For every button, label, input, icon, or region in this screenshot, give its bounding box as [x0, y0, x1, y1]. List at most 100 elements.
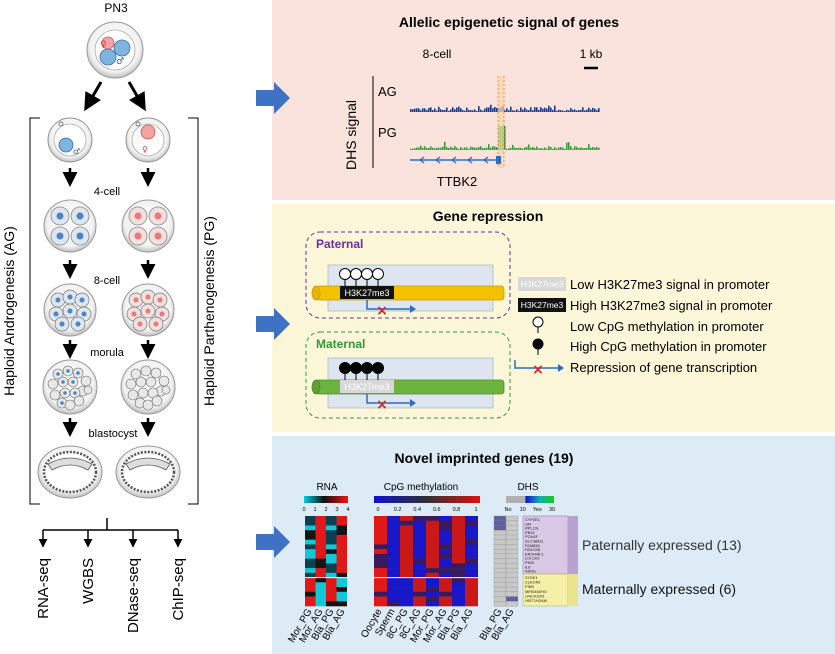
heatmap-cell: [413, 572, 426, 578]
gene-name: IL6: [525, 564, 530, 569]
heatmap-cell: [439, 516, 452, 522]
heatmap-cell: [315, 544, 326, 550]
arrow-to-imprinted-panel: [256, 526, 290, 558]
heatmap-cell: [326, 587, 337, 593]
heatmap-cell: [336, 563, 347, 569]
heatmap-cell: [305, 553, 316, 559]
heatmap-cell: [426, 596, 439, 602]
legend-tick: 0.8: [453, 507, 461, 513]
heatmap-cell: [493, 586, 507, 593]
heatmap-cell: [426, 601, 439, 607]
paternal-cpg-low: [339, 268, 384, 286]
legend-h3k27me3-high-swatch: [518, 298, 566, 312]
heatmap-cell: [400, 572, 413, 578]
heatmap-cell: [493, 534, 507, 541]
heatmap-cell: [315, 572, 326, 578]
heatmap-cell: [426, 516, 439, 522]
gene-name-list: CYP2E1GMRPL10LPBX1POU4FSLC38A11FAM83AFBX…: [525, 517, 547, 603]
heatmap-cell: [439, 544, 452, 550]
heatmap-cell: [315, 601, 326, 607]
gene-name: PBX1: [525, 530, 535, 535]
heatmap-cell: [452, 591, 465, 597]
heatmap-cell: [465, 587, 478, 593]
heatmap-cell: [505, 572, 519, 579]
heatmap-cell: [315, 568, 326, 574]
heatmap-cell: [400, 601, 413, 607]
heatmap-cell: [387, 553, 400, 559]
heatmap-cell: [413, 516, 426, 522]
heatmap-cell: [505, 582, 519, 588]
heatmap-cell: [374, 525, 387, 531]
heatmap-cell: [439, 520, 452, 526]
heatmap-cell: [426, 591, 439, 597]
heatmap-cell: [326, 544, 337, 550]
heatmap-cell: [315, 563, 326, 569]
assay-wgbs: WGBS: [80, 558, 97, 604]
heatmap-cell: [413, 582, 426, 588]
legend-tick: Yes: [533, 507, 542, 513]
heatmap-cell: [439, 563, 452, 569]
heatmap-cell: [413, 534, 426, 540]
gene-name: POU4F: [525, 534, 539, 539]
ag-side-label: Haploid Androgenesis (AG): [1, 226, 17, 396]
heatmap-cell: [326, 534, 337, 540]
heatmap-cell: [400, 525, 413, 531]
gene-name: HIST1H2AM: [525, 598, 547, 603]
maternal-gene-list-box: [522, 573, 569, 607]
heatmap-cell: [452, 601, 465, 607]
gene-name: ERVH48-1: [525, 551, 544, 556]
heatmap-cell: [439, 558, 452, 564]
heatmap-cell: [413, 587, 426, 593]
legend-high-cpg: High CpG methylation in promoter: [570, 339, 767, 354]
heatmap-cell: [326, 563, 337, 569]
heatmap-cell: [465, 544, 478, 550]
heatmap-cell: [387, 530, 400, 536]
maternal-label: Maternal: [316, 337, 365, 351]
heatmap-cell: [505, 563, 519, 569]
heatmap-cell: [387, 534, 400, 540]
heatmap-cell: [315, 587, 326, 593]
heatmap-cell: [505, 515, 519, 522]
heatmap-cell: [465, 525, 478, 531]
heatmap-cell: [493, 572, 507, 579]
heatmap-cell: [315, 539, 326, 545]
paternal-group-bar: [568, 516, 578, 574]
legend-tick: 30: [549, 507, 555, 513]
legend-tick: 1: [474, 507, 477, 513]
heatmap-cell: [413, 553, 426, 559]
heatmap-cell: [305, 601, 316, 607]
heatmap-cell: [374, 601, 387, 607]
gene-name: PSIB: [525, 584, 534, 589]
legend-tick: 10: [520, 507, 526, 513]
ag-morula: [42, 359, 98, 415]
heatmap-cell: [439, 530, 452, 536]
heatmap-cell: [413, 601, 426, 607]
gene-name: MIR548XHG: [525, 589, 547, 594]
heatmap-cell: [374, 591, 387, 597]
heatmap-cell: [493, 563, 507, 569]
heatmap-cell: [505, 520, 519, 526]
heatmap-cell: [413, 520, 426, 526]
gene-label: TTBK2: [437, 174, 477, 189]
heatmap-cell: [400, 558, 413, 564]
heatmap-cell: [305, 587, 316, 593]
legend-tick: 0.6: [433, 507, 441, 513]
heatmap-cell: [374, 568, 387, 574]
heatmap-cell: [336, 553, 347, 559]
heatmap-cell: [305, 591, 316, 597]
heatmap-cell: [439, 539, 452, 545]
heatmap-cell: [400, 539, 413, 545]
heatmap-cell: [439, 582, 452, 588]
heatmap-cell: [400, 553, 413, 559]
heatmap-cell: [336, 544, 347, 550]
heatmap-cell: [426, 544, 439, 550]
svg-text:♂: ♂: [73, 147, 80, 156]
heatmap-cell: [387, 549, 400, 555]
heatmap-cell: [305, 568, 316, 574]
pg-blastocyst: [115, 445, 181, 499]
dhs-heatmap: [493, 515, 519, 607]
heatmap-cell: [305, 549, 316, 555]
heatmap-cell: [326, 601, 337, 607]
heatmap-cell: [326, 525, 337, 531]
